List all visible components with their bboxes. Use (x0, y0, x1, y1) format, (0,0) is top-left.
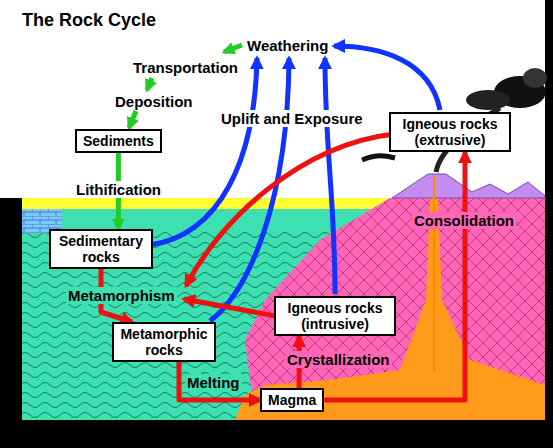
box-text: Sedimentary rocks (57, 233, 145, 265)
magma-chamber (235, 198, 545, 420)
process-label: Uplift and Exposure (219, 110, 365, 127)
sand-layer (22, 198, 392, 209)
process-arrow (147, 78, 152, 90)
uplift-arrow (150, 58, 257, 245)
process-label: Metamorphism (66, 287, 177, 304)
metamorphism-arrow (184, 299, 281, 317)
rock-box: Igneous rocks (extrusive) (389, 112, 511, 152)
box-text: Magma (268, 392, 316, 408)
smoke-cloud (362, 68, 547, 172)
process-label: Deposition (113, 93, 195, 110)
box-text: Igneous rocks (intrusive) (282, 300, 388, 332)
volcano (392, 174, 545, 198)
smoke-trail (362, 156, 395, 160)
smoke-puff (523, 68, 547, 88)
rock-box: Metamorphic rocks (112, 322, 216, 362)
metamorphism-arrow (186, 134, 394, 286)
process-arrow (129, 111, 136, 128)
process-arrow (224, 45, 242, 52)
process-label: Weathering (245, 37, 330, 54)
uplift-arrow (210, 58, 289, 321)
box-text: Sediments (83, 133, 154, 149)
rock-box: Sedimentary rocks (49, 229, 153, 269)
rock-box: Magma (260, 388, 324, 412)
box-text: Metamorphic rocks (120, 326, 208, 358)
uplift-arrow (325, 58, 335, 294)
process-label: Crystallization (285, 351, 392, 368)
process-label: Melting (185, 374, 242, 391)
process-label: Consolidation (412, 212, 516, 229)
rock-box: Sediments (75, 129, 162, 153)
uplift-arrow (334, 46, 440, 110)
box-text: Igneous rocks (extrusive) (397, 116, 503, 148)
diagram-title: The Rock Cycle (22, 10, 156, 30)
process-label: Transportation (131, 59, 240, 76)
rock-box: Igneous rocks (intrusive) (274, 296, 396, 336)
smoke-puff (466, 90, 510, 110)
process-label: Lithification (74, 181, 163, 198)
cycle-arrow (179, 362, 260, 400)
lava-conduit (433, 176, 435, 372)
